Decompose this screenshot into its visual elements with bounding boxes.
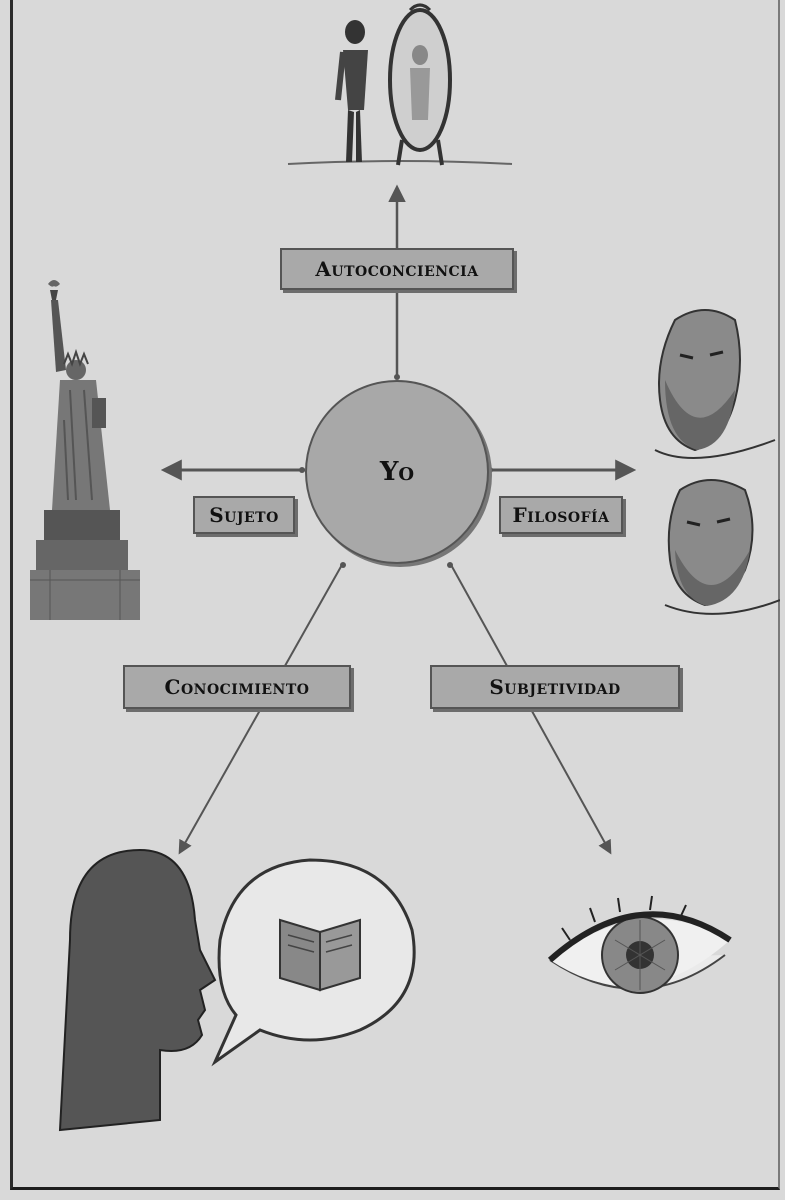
label-subjetividad: Subjetividad xyxy=(430,665,680,709)
label-filosofia: Filosofía xyxy=(499,496,623,534)
center-label: Yo xyxy=(379,457,415,487)
eye-icon xyxy=(548,895,732,994)
label-conocimiento: Conocimiento xyxy=(123,665,351,709)
person-and-mirror-icon xyxy=(287,3,513,166)
philosopher-busts-icon xyxy=(654,309,780,615)
label-sujeto: Sujeto xyxy=(193,496,295,534)
center-node: Yo xyxy=(305,380,489,564)
page-frame xyxy=(10,0,780,1190)
statue-of-liberty-icon xyxy=(30,280,140,620)
label-autoconciencia: Autoconciencia xyxy=(280,248,514,290)
head-with-thought-bubble-book-icon xyxy=(58,848,416,1132)
